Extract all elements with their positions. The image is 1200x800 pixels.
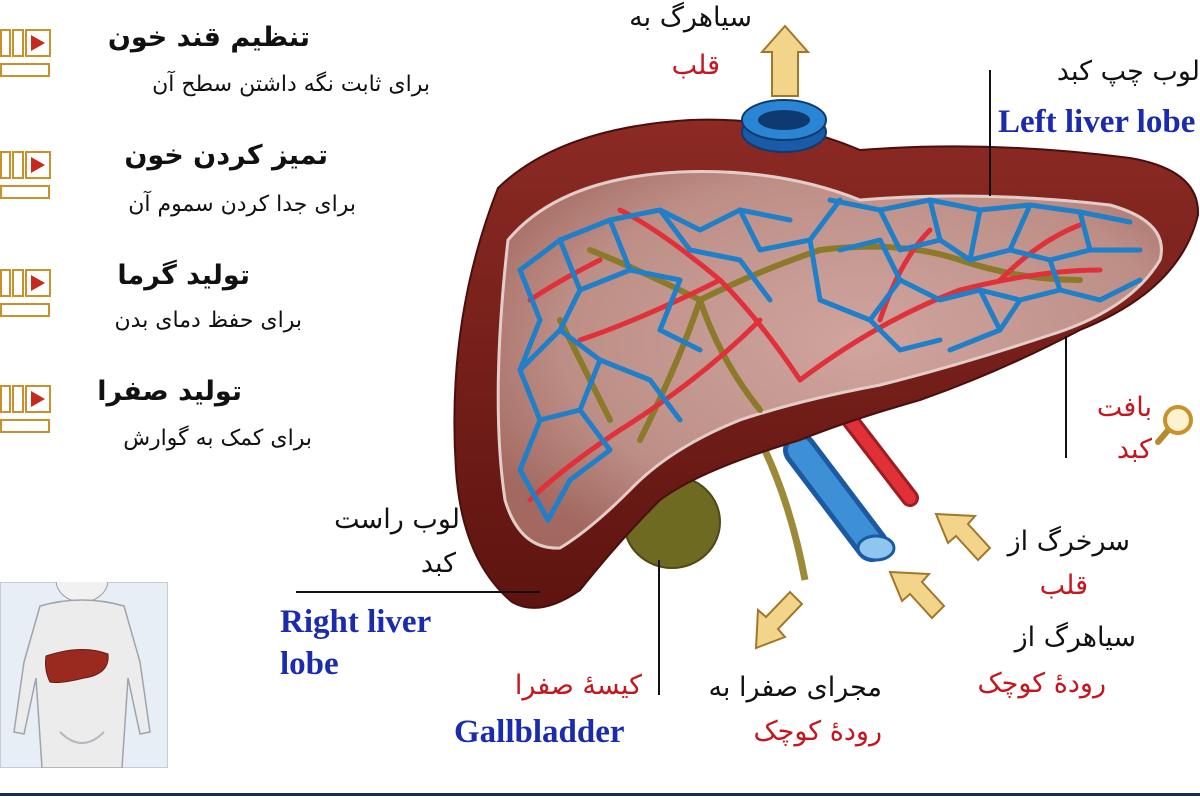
- label-liver-tissue: بافت: [1096, 392, 1152, 423]
- label-right-lobe-fa: لوب راست: [334, 504, 460, 535]
- label-vein-from-intestine-2: رودهٔ کوچک: [977, 668, 1107, 699]
- function-title: تمیز کردن خون: [124, 140, 328, 171]
- label-bile-duct: مجرای صفرا به: [708, 672, 882, 703]
- bile-duct: [756, 438, 809, 581]
- label-vein-from-intestine: سیاهرگ از: [1014, 622, 1136, 653]
- label-right-lobe-en: Right liver: [280, 604, 432, 640]
- play-button-clean-blood[interactable]: [0, 148, 52, 212]
- label-gallbladder-en: Gallbladder: [454, 714, 625, 750]
- play-icon: [0, 385, 51, 433]
- label-artery-from-heart: سرخرگ از: [1007, 526, 1130, 557]
- bottom-divider: [0, 793, 1200, 796]
- play-icon: [0, 29, 51, 77]
- function-subtitle: برای کمک به گوارش: [123, 426, 312, 451]
- leader-lines: [296, 70, 1067, 695]
- play-icon: [0, 151, 51, 199]
- play-icon: [0, 269, 51, 317]
- label-artery-from-heart-2: قلب: [1039, 570, 1088, 601]
- play-button-heat[interactable]: [0, 266, 52, 330]
- play-button-blood-sugar[interactable]: [0, 26, 52, 90]
- label-bile-duct-2: رودهٔ کوچک: [753, 716, 883, 747]
- function-title: تنظیم قند خون: [107, 22, 310, 53]
- hepatic-vein-ring: [741, 99, 827, 153]
- function-title: تولید گرما: [117, 260, 250, 291]
- function-subtitle: برای جدا کردن سموم آن: [128, 192, 356, 217]
- function-subtitle: برای حفظ دمای بدن: [114, 308, 302, 333]
- arrow-icon: [754, 24, 992, 650]
- label-right-lobe-fa-2: کبد: [420, 548, 456, 579]
- body-thumbnail[interactable]: [0, 557, 169, 769]
- magnifier-icon: [1155, 405, 1193, 445]
- label-right-lobe-en-2: lobe: [280, 646, 339, 682]
- label-liver-tissue-2: کبد: [1116, 434, 1152, 465]
- label-vein-to-heart: سیاهرگ به: [629, 2, 752, 33]
- label-left-lobe-fa: لوب چپ کبد: [1056, 56, 1200, 87]
- function-subtitle: برای ثابت نگه داشتن سطح آن: [152, 72, 430, 97]
- function-title: تولید صفرا: [97, 376, 242, 407]
- label-left-lobe-en: Left liver lobe: [998, 104, 1196, 140]
- label-vein-to-heart-target: قلب: [671, 50, 720, 81]
- label-gallbladder-fa: کیسهٔ صفرا: [514, 670, 642, 701]
- magnifier-button[interactable]: [1146, 400, 1196, 454]
- vein-network: [517, 197, 1143, 523]
- play-button-bile[interactable]: [0, 382, 52, 446]
